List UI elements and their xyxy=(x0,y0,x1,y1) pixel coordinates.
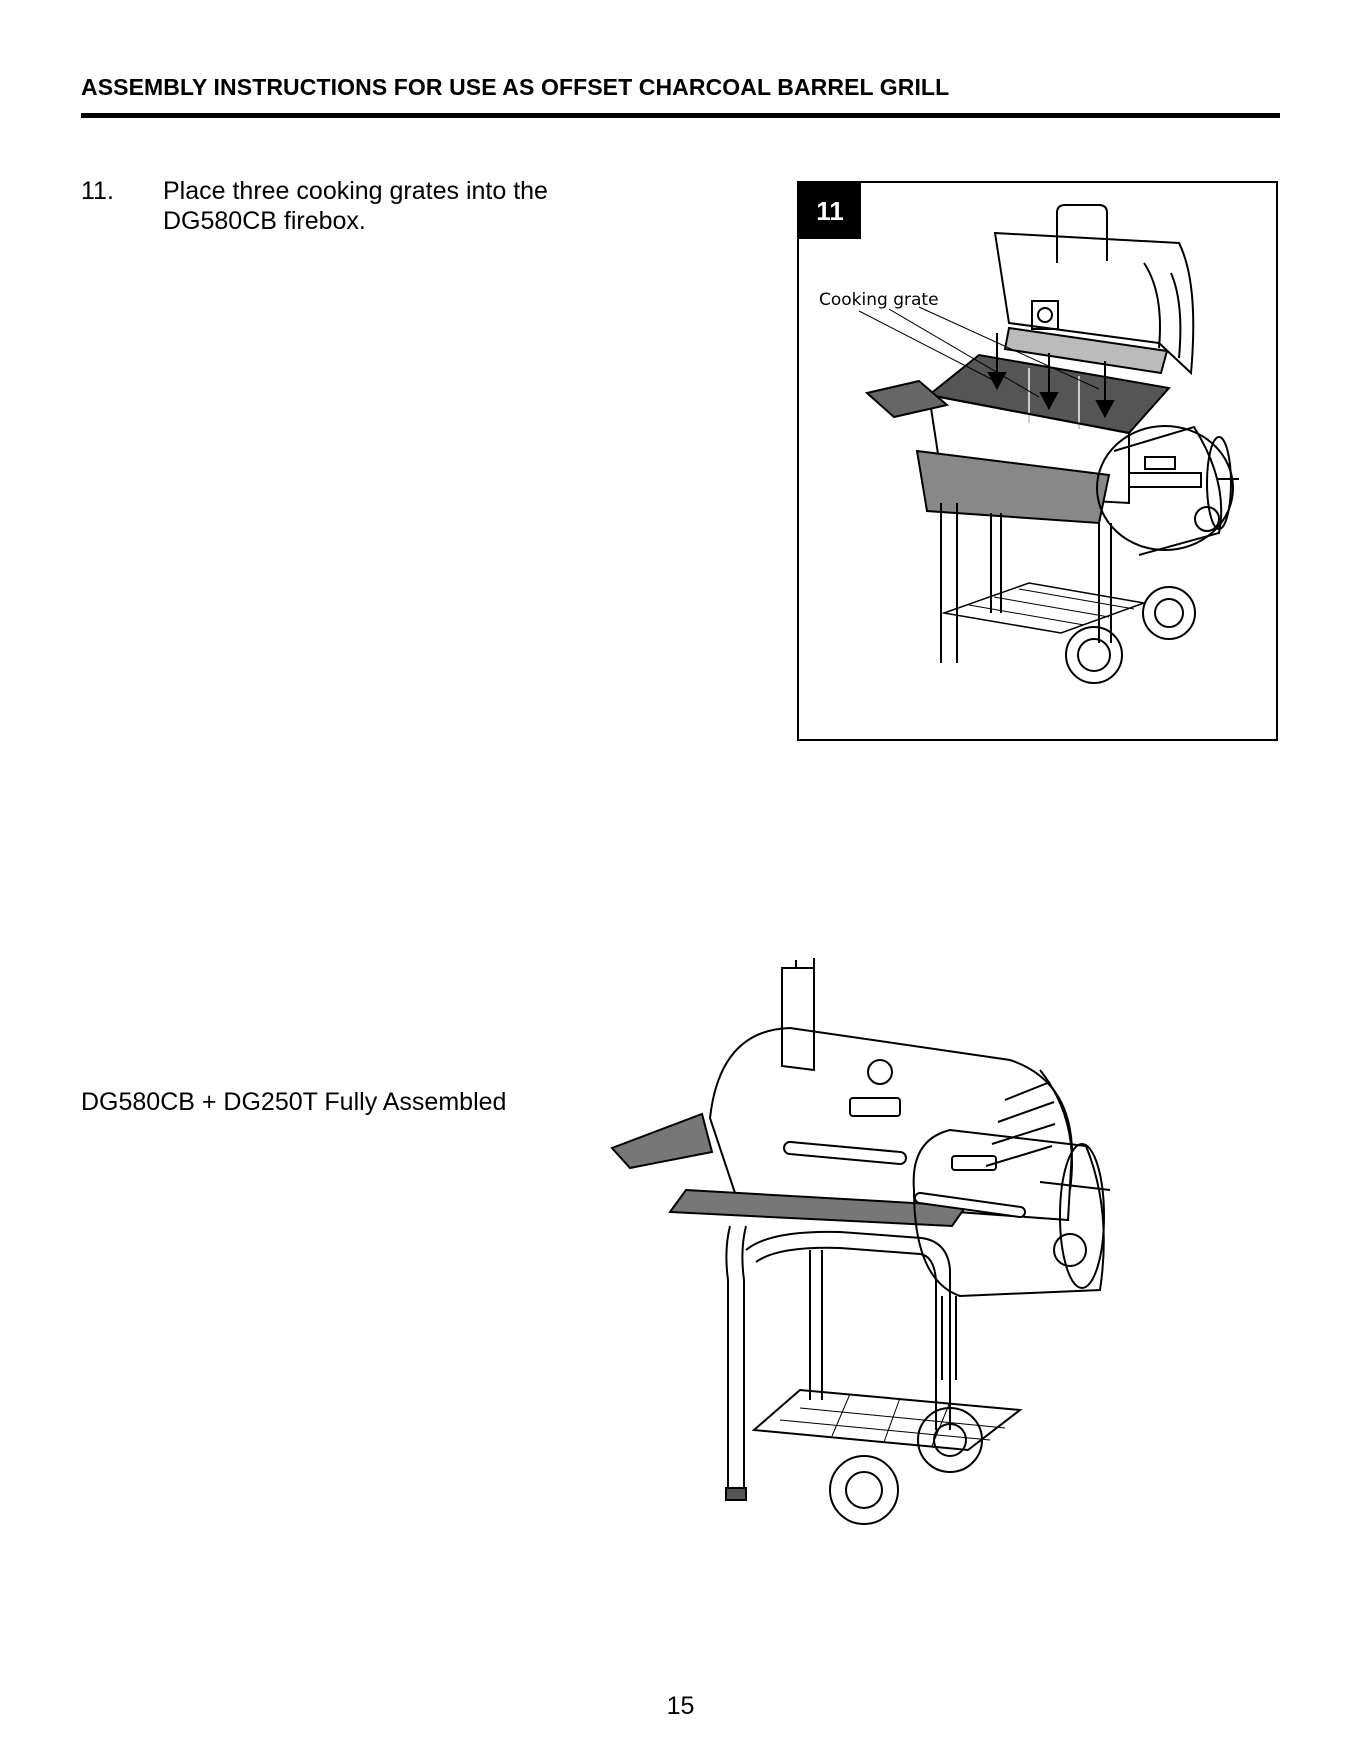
step-text: Place three cooking grates into the DG58… xyxy=(163,176,623,236)
step-number: 11. xyxy=(81,176,141,206)
assembled-caption: DG580CB + DG250T Fully Assembled xyxy=(81,1088,506,1117)
step-badge: 11 xyxy=(799,183,861,239)
cooking-grate-callout: Cooking grate xyxy=(819,290,939,310)
open-grill-illustration xyxy=(799,183,1276,739)
step-11-figure: 11 Cooking grate xyxy=(797,181,1278,741)
header-rule xyxy=(81,113,1280,118)
page-title: ASSEMBLY INSTRUCTIONS FOR USE AS OFFSET … xyxy=(81,74,1281,101)
page-number: 15 xyxy=(0,1692,1361,1721)
step-text-line-1: Place three cooking grates into the xyxy=(163,177,548,205)
step-text-line-2: DG580CB firebox. xyxy=(163,207,366,235)
assembled-grill-illustration xyxy=(600,950,1260,1550)
